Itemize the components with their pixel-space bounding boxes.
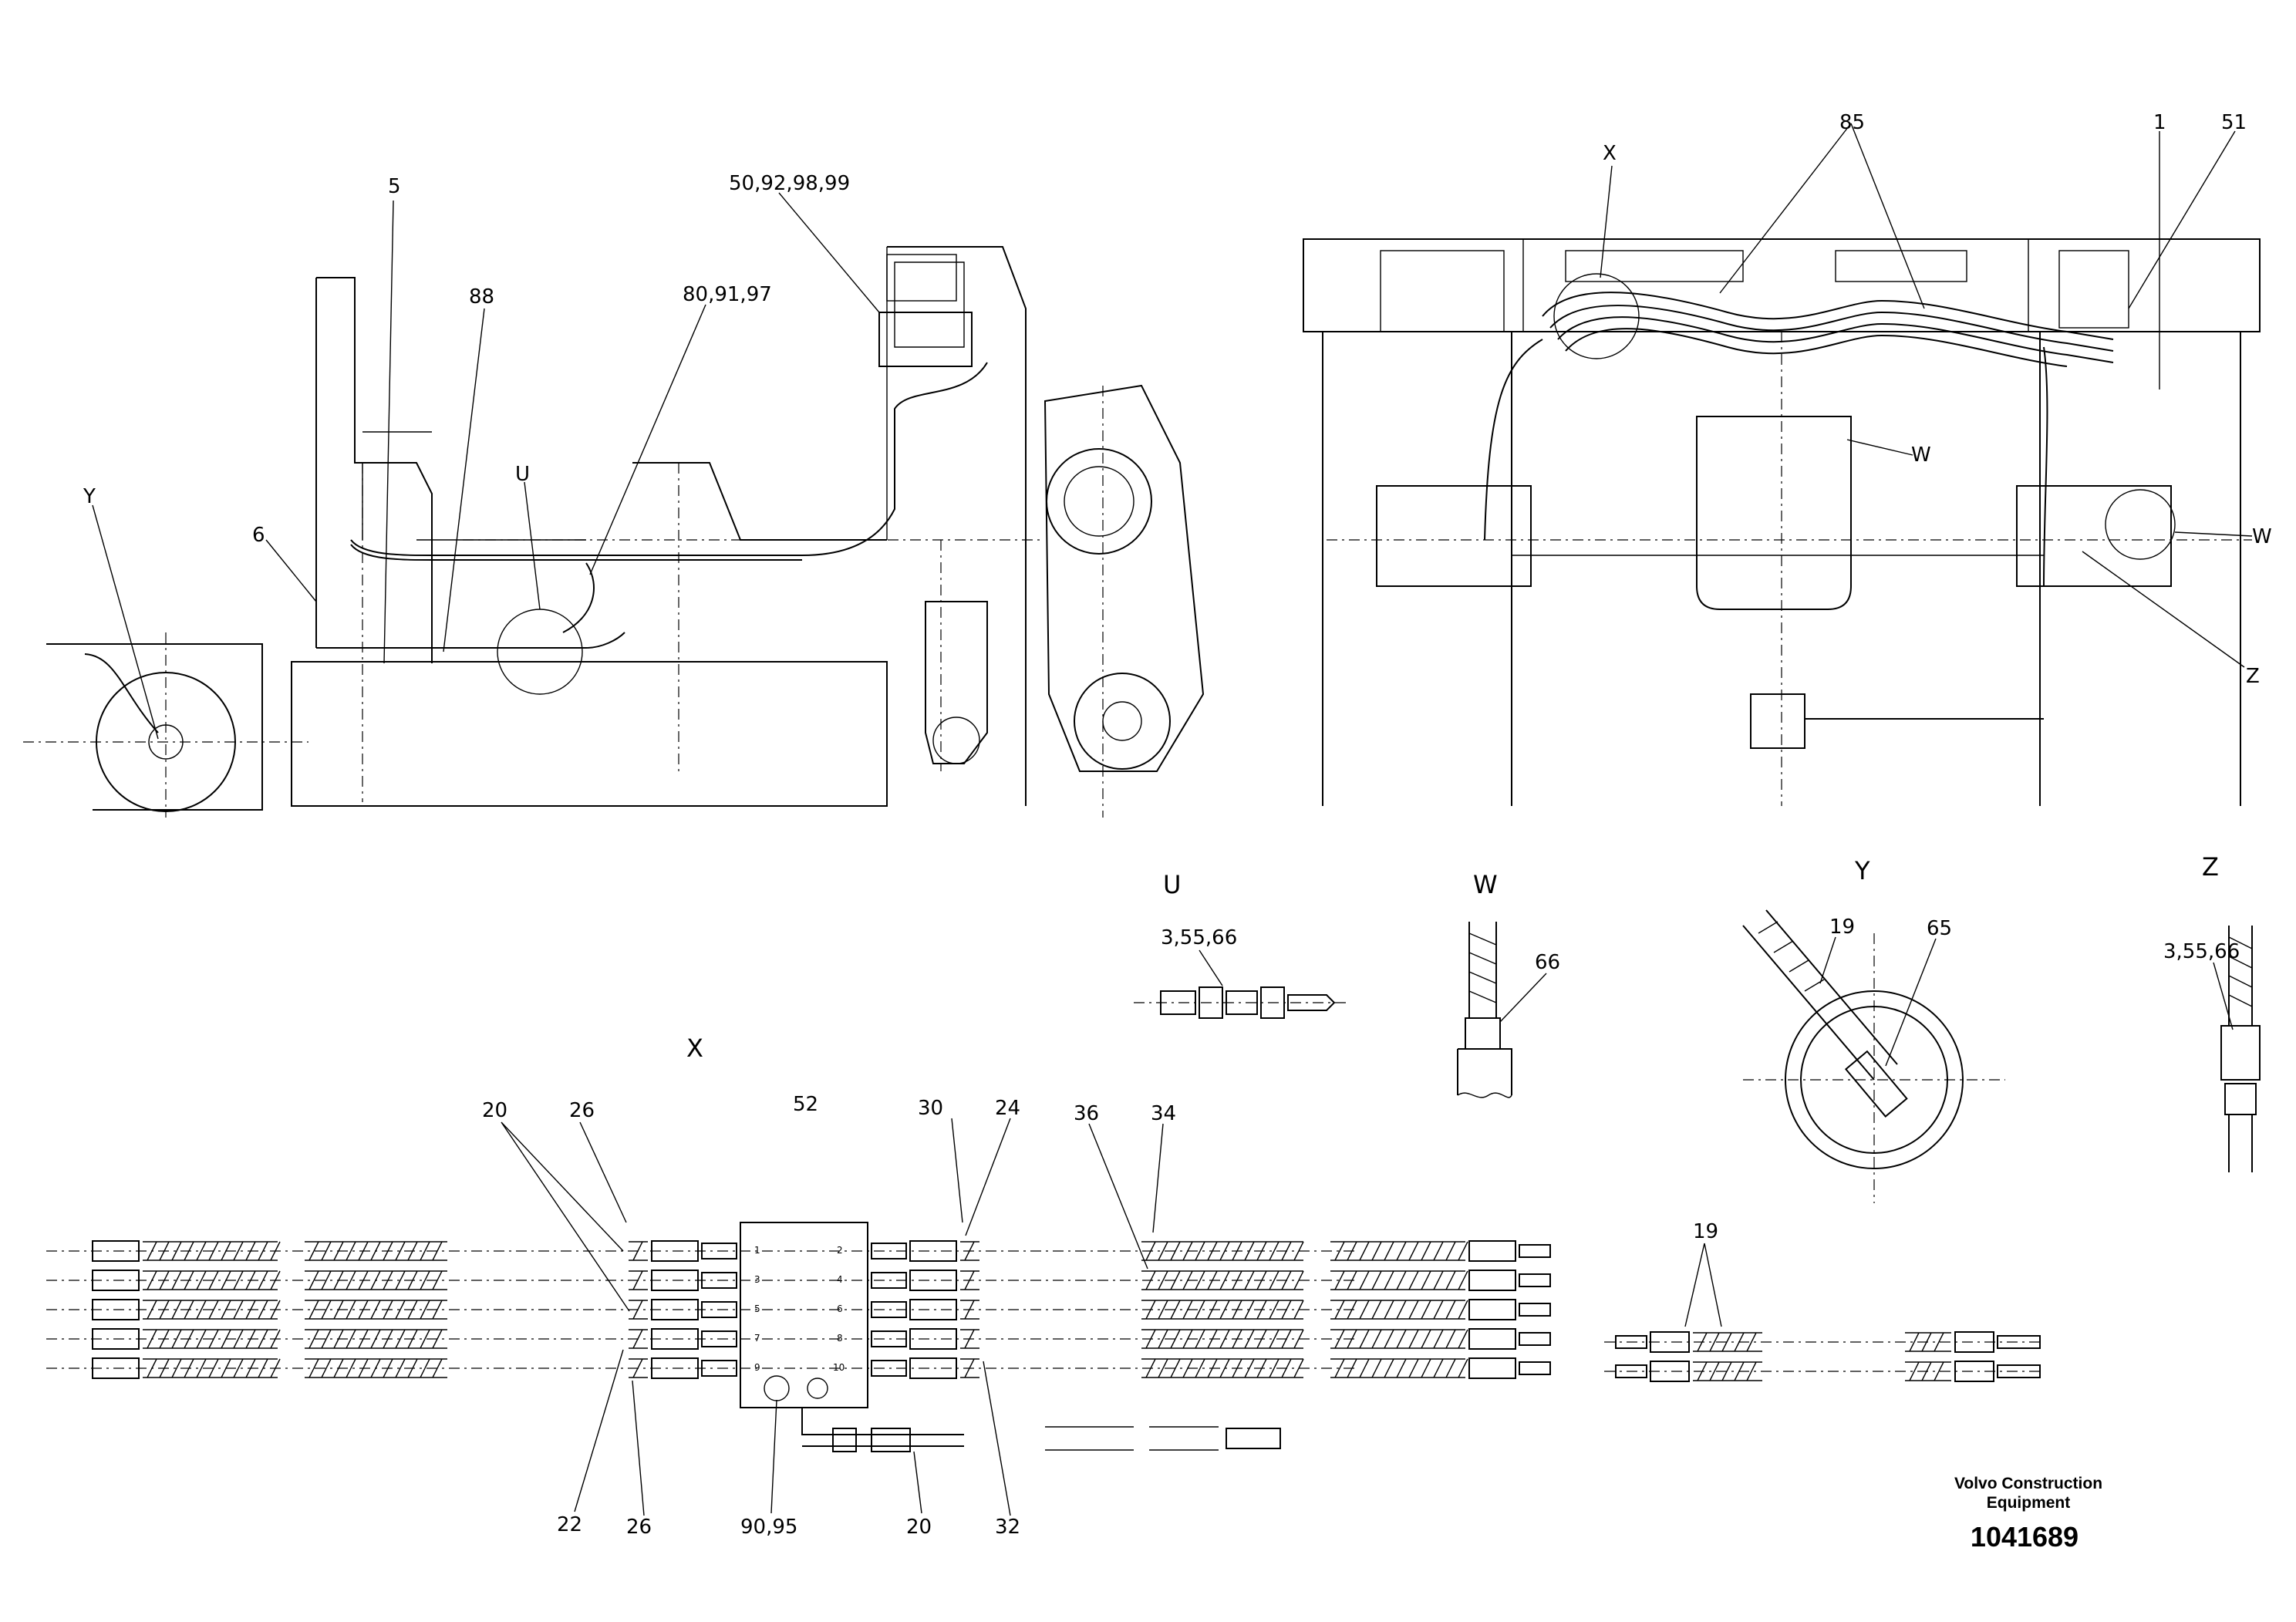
detail-x-36: 36 — [1074, 1102, 1099, 1125]
detail-circle-u — [497, 609, 583, 695]
detail-x-30: 30 — [918, 1097, 943, 1120]
company-name-line2: Equipment — [1987, 1494, 2071, 1512]
callout-y: Y — [83, 485, 96, 508]
callout-88: 88 — [469, 285, 494, 309]
right-tank — [2016, 485, 2172, 587]
detail-x — [46, 1222, 1551, 1452]
callout-w-right: W — [2252, 525, 2272, 548]
port-8: 8 — [837, 1333, 843, 1344]
reservoir-tank — [878, 312, 973, 367]
detail-19-part: 19 — [1693, 1220, 1718, 1243]
detail-y-part-19: 19 — [1829, 916, 1855, 939]
bracket — [925, 601, 988, 764]
port-9: 9 — [754, 1362, 760, 1373]
detail-x-20-top: 20 — [482, 1099, 507, 1122]
hose-rows — [46, 1240, 1551, 1379]
callout-50-92-98-99: 50,92,98,99 — [729, 172, 850, 195]
callout-x: X — [1603, 142, 1617, 165]
rear-housing — [887, 246, 1027, 806]
hose-row-19 — [1604, 1331, 2044, 1353]
valve-block — [1750, 693, 1805, 749]
detail-x-24: 24 — [995, 1097, 1020, 1120]
callout-6: 6 — [252, 524, 265, 547]
detail-circle-w — [2105, 489, 2176, 560]
hose-row-19 — [1604, 1361, 2044, 1382]
lower-wheel — [1074, 673, 1171, 770]
pulley-line — [84, 653, 159, 733]
detail-x-26-bottom: 26 — [626, 1516, 652, 1539]
hose-rows-19 — [1604, 1331, 2044, 1382]
distribution-block — [740, 1222, 868, 1408]
company-name: Volvo Construction — [1954, 1475, 2102, 1492]
leader-lines — [92, 123, 2253, 1516]
detail-w-title: W — [1473, 870, 1498, 899]
detail-u — [1134, 986, 1350, 1019]
top-view — [1303, 238, 2261, 806]
callout-labels: 5 88 50,92,98,99 80,91,97 U Y 6 85 X 1 5… — [83, 111, 2272, 1539]
callout-51: 51 — [2221, 111, 2247, 134]
detail-x-block-52: 52 — [793, 1093, 818, 1116]
callout-80-91-97: 80,91,97 — [683, 283, 772, 306]
hydraulic-line-lower — [316, 632, 625, 649]
detail-u-part: 3,55,66 — [1161, 926, 1237, 949]
drawing-number: 1041689 — [1971, 1521, 2079, 1553]
port-2: 2 — [837, 1245, 843, 1256]
detail-z — [2220, 926, 2261, 1172]
callout-85: 85 — [1839, 111, 1865, 134]
drive-arm — [1043, 384, 1205, 772]
callout-w-center: W — [1911, 443, 1931, 467]
port-7: 7 — [754, 1333, 760, 1344]
detail-x-34: 34 — [1151, 1102, 1176, 1125]
detail-y — [1742, 909, 2005, 1203]
detail-x-32: 32 — [995, 1516, 1020, 1539]
detail-x-20-bottom: 20 — [906, 1516, 932, 1539]
fender — [632, 462, 887, 541]
port-5: 5 — [754, 1303, 760, 1314]
detail-19 — [1604, 1331, 2044, 1382]
hose-row — [46, 1328, 1551, 1350]
hose-row — [46, 1270, 1551, 1291]
detail-w-part: 66 — [1535, 951, 1560, 974]
detail-u-title: U — [1163, 870, 1181, 899]
side-view — [23, 246, 1205, 818]
top-frame — [1303, 238, 2261, 332]
detail-x-26-top: 26 — [569, 1099, 595, 1122]
ring-outer — [1785, 990, 1964, 1169]
hose-row — [46, 1357, 1551, 1379]
cab-post — [316, 277, 433, 663]
left-tank — [1376, 485, 1532, 587]
detail-z-title: Z — [2202, 852, 2219, 882]
detail-y-part-65: 65 — [1927, 917, 1952, 940]
callout-5: 5 — [388, 175, 401, 198]
port-6: 6 — [837, 1303, 843, 1314]
port-4: 4 — [837, 1274, 843, 1285]
detail-z-part: 3,55,66 — [2163, 940, 2240, 963]
hose-row — [46, 1299, 1551, 1320]
port-10: 10 — [833, 1362, 845, 1373]
callout-1: 1 — [2153, 111, 2166, 134]
callout-u: U — [515, 463, 530, 486]
detail-x-90-95: 90,95 — [740, 1516, 797, 1539]
block-port-numbers: 1 2 3 4 5 6 7 8 9 10 — [754, 1245, 845, 1373]
title-block: Volvo Construction Equipment 1041689 — [1954, 1475, 2102, 1553]
callout-z: Z — [2246, 665, 2260, 688]
upper-wheel — [1046, 448, 1152, 555]
detail-x-22: 22 — [557, 1513, 582, 1536]
hose-row — [46, 1240, 1551, 1262]
detail-x-title: X — [686, 1034, 703, 1063]
port-3: 3 — [754, 1274, 760, 1285]
detail-w — [1457, 922, 1512, 1098]
center-block — [1696, 416, 1852, 610]
detail-y-title: Y — [1854, 856, 1870, 885]
frame-rail — [291, 661, 888, 807]
frame-rails — [1322, 332, 2241, 806]
port-1: 1 — [754, 1245, 760, 1256]
detail-circle-x — [1553, 273, 1640, 359]
hose-bundle — [1542, 292, 2114, 340]
